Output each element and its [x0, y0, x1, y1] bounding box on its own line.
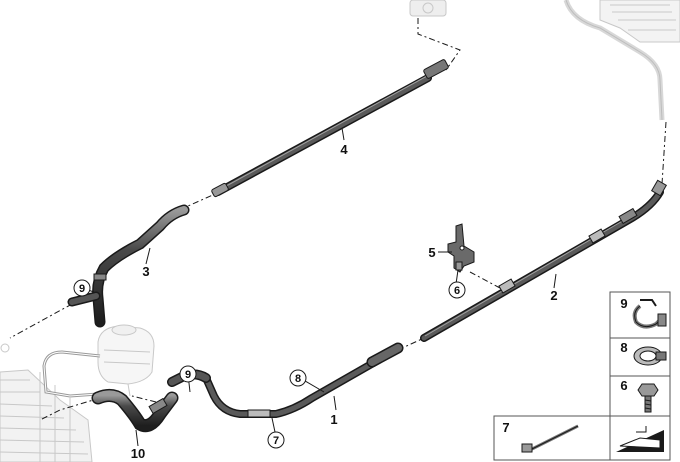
legend-cell-6[interactable] — [609, 375, 671, 417]
hose-3-clamp — [93, 273, 107, 281]
hose-2[interactable] — [420, 179, 668, 342]
hose-4[interactable] — [211, 59, 449, 198]
callout-2: 2 — [550, 288, 557, 303]
legend-number-9: 9 — [620, 296, 627, 311]
callout-5: 5 — [428, 245, 435, 260]
callout-4: 4 — [340, 142, 348, 157]
hose-1[interactable] — [167, 342, 404, 418]
svg-text:8: 8 — [295, 373, 301, 385]
bracket-5[interactable] — [447, 223, 475, 273]
group-symbol-icon — [616, 426, 664, 452]
cable-tie-icon — [521, 424, 579, 453]
callout-labels: 1 2 3 4 5 10 — [131, 142, 558, 461]
top-connector-ghost — [409, 0, 447, 17]
radiator-ghost — [0, 343, 93, 462]
hose-2-end-fitting — [618, 207, 638, 225]
callout-1: 1 — [330, 412, 337, 427]
hose-4-end-fitting-bottom — [211, 182, 229, 198]
hose-4-end-fitting-top — [423, 59, 449, 79]
svg-text:6: 6 — [454, 285, 460, 297]
engine-ghost — [563, 0, 680, 121]
legend-number-6: 6 — [620, 378, 627, 393]
bracket-bolt — [455, 261, 463, 271]
hose-1-marker — [247, 409, 271, 418]
callout-8-circle: 8 — [289, 369, 307, 387]
svg-text:9: 9 — [79, 283, 85, 295]
hose-10[interactable] — [91, 388, 179, 433]
legend-number-8: 8 — [620, 340, 627, 355]
callout-10: 10 — [131, 446, 145, 461]
legend-panel: 9 8 6 7 — [493, 291, 671, 461]
hose-2-top-fitting — [650, 179, 668, 197]
callout-3: 3 — [142, 264, 149, 279]
svg-text:9: 9 — [185, 369, 191, 381]
hose-2-sleeve — [498, 278, 516, 294]
hose-clamp-closed-icon — [633, 346, 667, 366]
circled-callouts: 6 7 8 9 9 — [73, 279, 466, 449]
callout-7-circle: 7 — [267, 431, 285, 449]
hose-2-sleeve-b — [588, 228, 606, 244]
hex-bolt-icon — [637, 383, 659, 413]
hose-10-clamp — [148, 397, 168, 415]
overflow-pipe-ghost — [42, 350, 101, 398]
expansion-tank-ghost — [97, 324, 155, 397]
hose-3[interactable] — [67, 204, 190, 328]
callout-9-circle-b: 9 — [179, 365, 197, 383]
legend-number-7: 7 — [502, 420, 509, 435]
hose-clamp-open-icon — [632, 299, 667, 329]
callout-6-circle: 6 — [448, 281, 466, 299]
svg-text:7: 7 — [273, 435, 279, 447]
callout-9-circle-a: 9 — [73, 279, 91, 297]
